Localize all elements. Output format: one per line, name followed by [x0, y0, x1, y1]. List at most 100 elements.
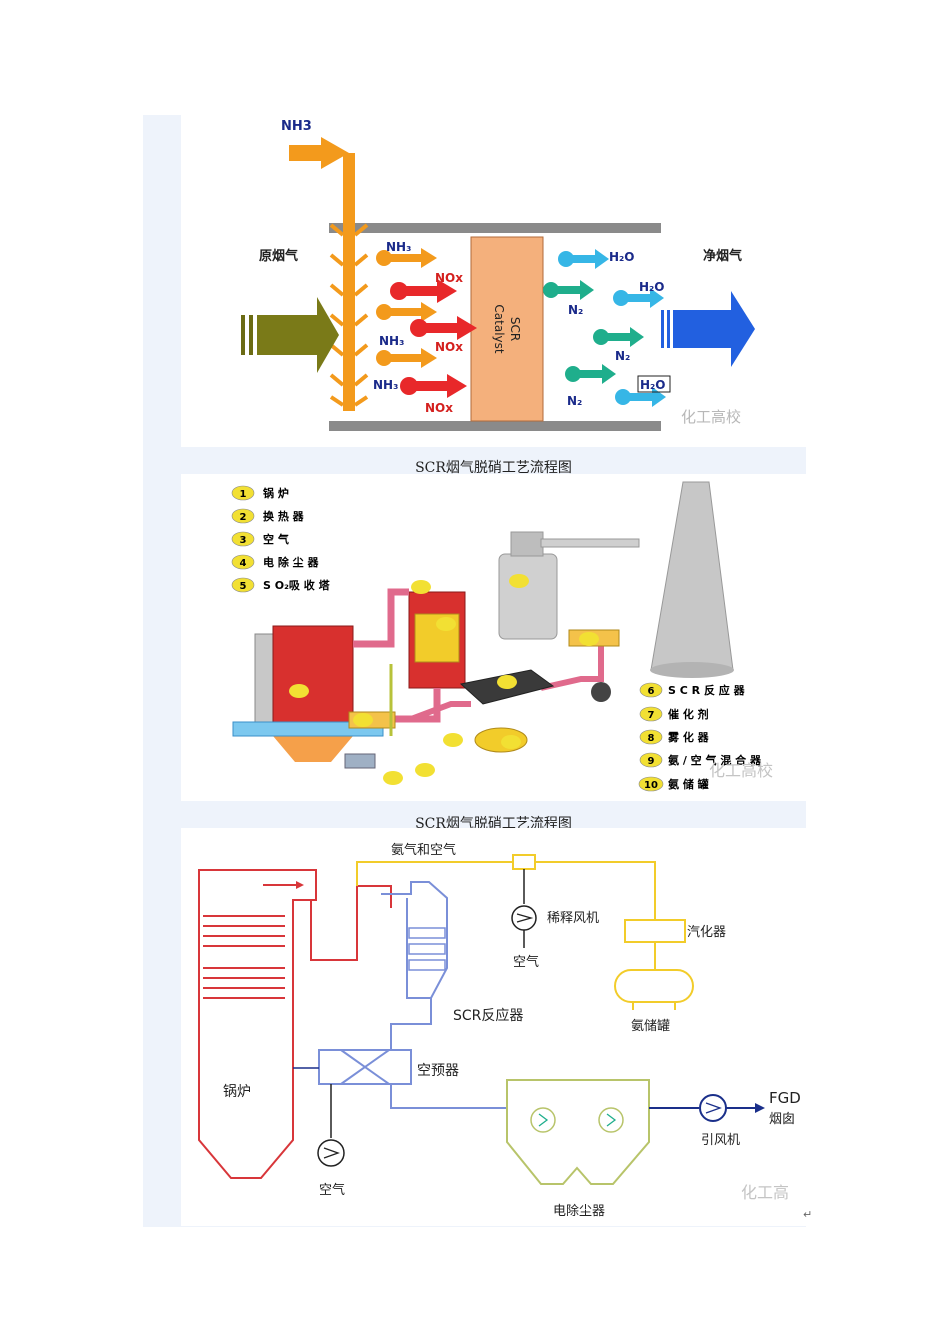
- scr-process-flow-diagram: 锅炉 氨气和空气 稀释风机 空气 汽化器 氨储罐 SCR反应器: [181, 828, 816, 1226]
- svg-text:9: 9: [648, 756, 655, 767]
- badge-6: [411, 580, 431, 594]
- dilution-fan-label: 稀释风机: [547, 911, 599, 926]
- id-fan-icon: [699, 1094, 727, 1122]
- ammonia-tank-outline: [614, 969, 694, 1003]
- esp-electrode-1-icon: [530, 1107, 556, 1133]
- clean-gas-label: 净烟气: [703, 248, 742, 264]
- chimney-stack: [650, 481, 734, 671]
- injection-nozzles: [329, 223, 369, 407]
- h2o-label-2: H₂O: [639, 280, 665, 294]
- badge-8: [443, 733, 463, 747]
- nh3-inlet-label: NH3: [281, 119, 312, 134]
- scr-plant-illustration: 1 锅 炉 2 换 热 器 3 空 气 4 电 除 尘 器 5 S O₂吸 收 …: [181, 474, 806, 801]
- badge-10: [501, 735, 521, 749]
- boiler-body: [272, 625, 354, 737]
- boiler-platform: [232, 721, 384, 737]
- badge-9: [415, 763, 435, 777]
- svg-text:S O₂吸 收 塔: S O₂吸 收 塔: [263, 578, 331, 592]
- scr-catalyst-block: [470, 236, 544, 422]
- esp-electrode-2-icon: [598, 1107, 624, 1133]
- nox-label-2: NOx: [435, 340, 463, 354]
- scr-principle-diagram: NH3 原烟气 SCR Catalyst: [181, 115, 806, 447]
- svg-text:7: 7: [648, 710, 655, 721]
- boiler-flame: [273, 736, 353, 762]
- fd-fan-blade: [323, 1147, 340, 1159]
- air-fan: [344, 753, 376, 769]
- caption-1: SCR烟气脱硝工艺流程图: [415, 460, 572, 476]
- duct-preheater-esp: [390, 1084, 507, 1109]
- svg-text:电 除 尘 器: 电 除 尘 器: [263, 555, 319, 569]
- absorber-duct: [540, 538, 640, 548]
- h2o-label-1: H₂O: [609, 250, 635, 264]
- svg-text:氨 储 罐: 氨 储 罐: [668, 777, 709, 791]
- nh3-label-2: NH₃: [379, 334, 404, 348]
- id-fan: [591, 682, 611, 702]
- scr-reactor-outline: [381, 881, 448, 999]
- esp-outline: [506, 1079, 650, 1185]
- svg-text:3: 3: [240, 535, 247, 546]
- legend-left: 1 锅 炉 2 换 热 器 3 空 气 4 电 除 尘 器 5 S O₂吸 收 …: [231, 485, 331, 593]
- boiler-outline: [198, 869, 317, 1179]
- ammonia-injection-grid: [343, 153, 355, 411]
- so2-absorber: [498, 553, 558, 640]
- badge-5: [509, 574, 529, 588]
- vaporizer-box: [624, 919, 686, 943]
- badge-7: [436, 617, 456, 631]
- duct-boiler-scr: [310, 885, 392, 961]
- duct-scr-preheater: [390, 998, 432, 1050]
- ammonia-air-line: [356, 861, 656, 920]
- boiler-arrow-head: [296, 881, 304, 889]
- nh3-label-1: NH₃: [386, 240, 411, 254]
- h2o-highlight-box: [637, 375, 671, 393]
- ammonia-tank-label: 氨储罐: [631, 1019, 670, 1034]
- duct-top-wall: [329, 223, 661, 233]
- svg-text:6: 6: [648, 686, 655, 697]
- svg-text:2: 2: [240, 512, 247, 523]
- fgd-label: FGD: [769, 1089, 801, 1107]
- svg-text:10: 10: [644, 780, 658, 791]
- svg-text:5: 5: [240, 581, 247, 592]
- id-fan-blade: [705, 1102, 722, 1114]
- dilution-fan-blade: [516, 913, 534, 923]
- esp-label: 电除尘器: [553, 1204, 605, 1219]
- badge-3: [383, 771, 403, 785]
- air-preheater-label: 空预器: [417, 1063, 459, 1079]
- clean-gas-arrow: [661, 291, 755, 367]
- catalyst-label: SCR Catalyst: [492, 304, 522, 353]
- nox-flow-arrows: [390, 279, 477, 398]
- svg-text:空 气: 空 气: [263, 532, 289, 546]
- esp-electrode-marks: [538, 1113, 617, 1127]
- n2-flow-arrows: [543, 280, 644, 384]
- duct-esp-to-heater: [540, 639, 604, 691]
- svg-text:S C R 反 应 器: S C R 反 应 器: [668, 683, 746, 697]
- scr-reactor-label: SCR反应器: [453, 1007, 523, 1024]
- watermark-3: 化工高: [741, 1183, 789, 1202]
- badge-2a: [353, 713, 373, 727]
- nox-label-3: NOx: [425, 401, 453, 415]
- badge-4: [497, 675, 517, 689]
- vaporizer-label: 汽化器: [687, 925, 726, 940]
- h2o-flow-arrows: [558, 249, 666, 407]
- svg-text:氨 / 空 气 混 合 器: 氨 / 空 气 混 合 器: [668, 753, 762, 767]
- absorber-top: [510, 531, 544, 557]
- scr-catalyst-beds: [408, 927, 446, 971]
- duct-boiler-to-scr: [353, 588, 409, 648]
- flue-arrow-head: [755, 1103, 765, 1113]
- air-top-label: 空气: [513, 954, 539, 970]
- raw-gas-label: 原烟气: [259, 248, 298, 264]
- n2-label-2: N₂: [615, 349, 630, 363]
- nh3-label-3: NH₃: [373, 378, 398, 392]
- boiler-coils: [203, 915, 285, 999]
- fd-fan-icon: [317, 1139, 345, 1167]
- chimney-label: 烟囱: [769, 1112, 795, 1127]
- legend-right: 6 S C R 反 应 器 7 催 化 剂 8 雾 化 器 9 氨 / 空 气 …: [638, 682, 762, 792]
- paragraph-mark: ↵: [803, 1208, 813, 1221]
- id-fan-label: 引风机: [701, 1133, 740, 1148]
- svg-text:4: 4: [240, 558, 247, 569]
- svg-text:8: 8: [648, 733, 655, 744]
- badge-2b: [579, 632, 599, 646]
- ammonia-air-label: 氨气和空气: [391, 842, 456, 858]
- nh3-flow-arrows: [376, 248, 437, 368]
- air-preheater: [318, 1049, 412, 1085]
- scr-flow-svg: 锅炉 氨气和空气 稀释风机 空气 汽化器 氨储罐 SCR反应器: [198, 842, 801, 1219]
